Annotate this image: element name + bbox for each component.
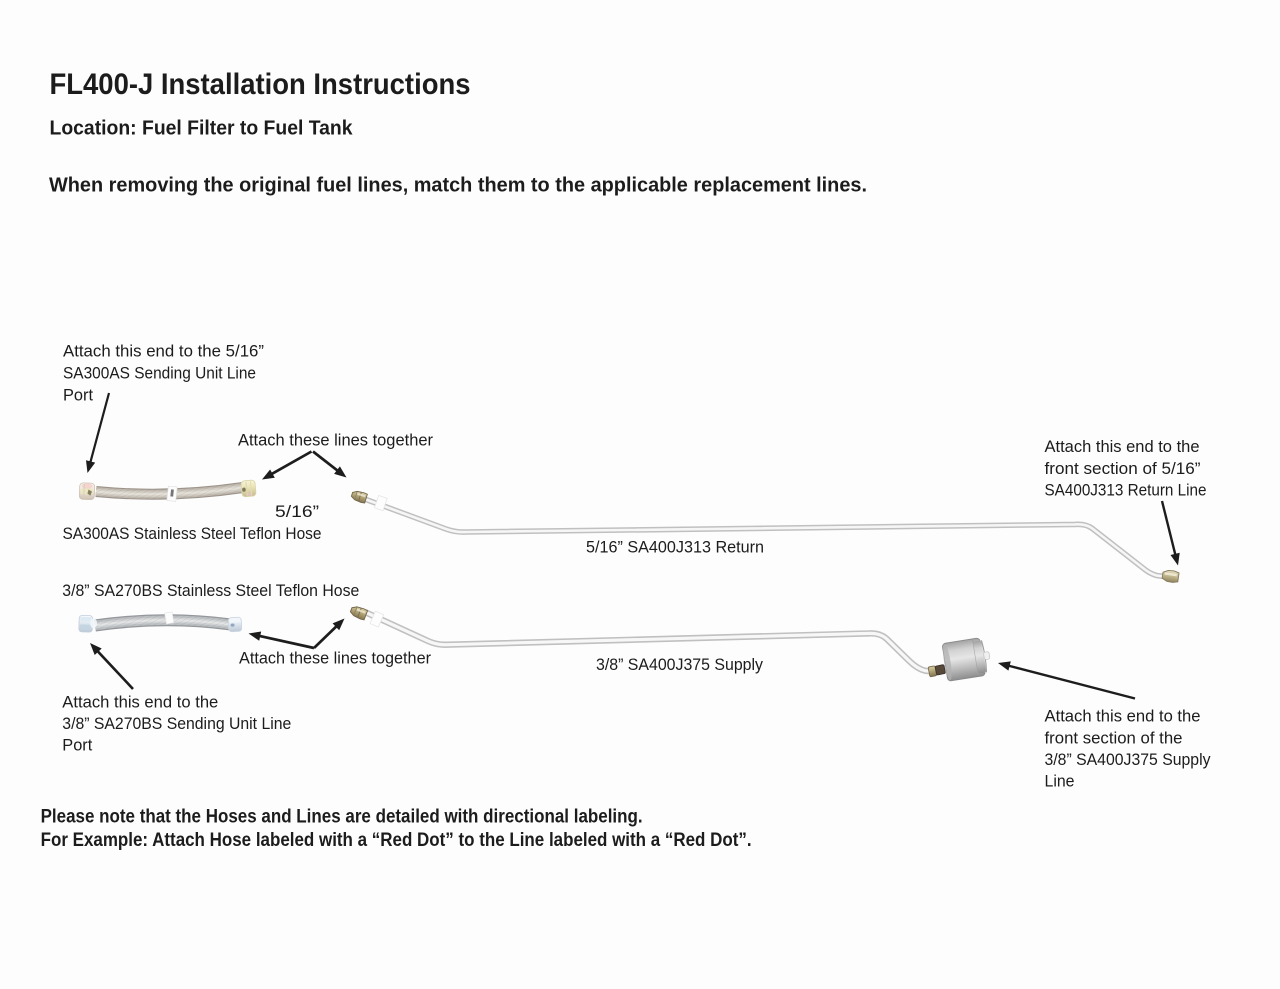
svg-text:3/8” SA270BS Stainless Steel T: 3/8” SA270BS Stainless Steel Teflon Hose — [62, 581, 359, 600]
svg-text:SA300AS Stainless Steel Teflon: SA300AS Stainless Steel Teflon Hose — [63, 524, 322, 543]
svg-text:5/16” SA400J313 Return: 5/16” SA400J313 Return — [586, 538, 764, 557]
svg-text:Line: Line — [1045, 771, 1075, 790]
svg-text:front section of the: front section of the — [1045, 728, 1183, 747]
svg-text:SA300AS Sending Unit Line: SA300AS Sending Unit Line — [63, 364, 256, 383]
svg-text:SA400J313 Return Line: SA400J313 Return Line — [1045, 481, 1207, 500]
svg-text:Attach these lines together: Attach these lines together — [239, 649, 431, 668]
svg-text:Attach this end to the: Attach this end to the — [1045, 706, 1201, 725]
svg-text:3/8” SA400J375 Supply: 3/8” SA400J375 Supply — [1045, 750, 1211, 769]
svg-text:front section of 5/16”: front section of 5/16” — [1045, 459, 1201, 478]
svg-text:3/8” SA400J375 Supply: 3/8” SA400J375 Supply — [596, 655, 763, 674]
svg-text:Please note that the Hoses and: Please note that the Hoses and Lines are… — [41, 807, 643, 828]
svg-text:Attach this end to the: Attach this end to the — [62, 693, 218, 712]
svg-text:Location: Fuel Filter to Fuel: Location: Fuel Filter to Fuel Tank — [50, 118, 354, 140]
svg-text:5/16”: 5/16” — [275, 502, 319, 521]
svg-text:For Example: Attach Hose label: For Example: Attach Hose labeled with a … — [41, 830, 752, 851]
svg-text:Attach this end to the: Attach this end to the — [1045, 437, 1200, 456]
svg-text:FL400-J Installation Instructi: FL400-J Installation Instructions — [50, 68, 471, 101]
svg-text:3/8” SA270BS Sending Unit Line: 3/8” SA270BS Sending Unit Line — [62, 714, 291, 733]
svg-text:Attach these lines together: Attach these lines together — [238, 430, 433, 449]
svg-text:When removing the original fue: When removing the original fuel lines, m… — [49, 175, 867, 197]
svg-text:Attach this end to the 5/16”: Attach this end to the 5/16” — [63, 342, 264, 361]
svg-text:Port: Port — [62, 736, 92, 755]
svg-text:Port: Port — [63, 386, 93, 405]
